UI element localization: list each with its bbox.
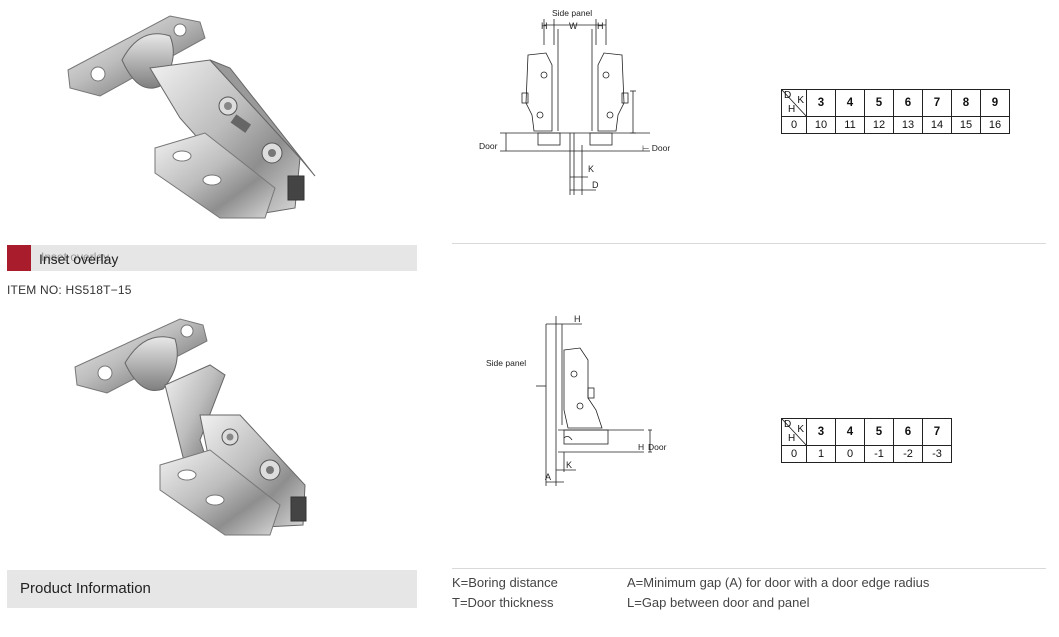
diagram1-side-panel-label: Side panel [552,8,592,18]
table2-header-cell: 4 [835,418,865,446]
inset-overlay-bar [7,245,417,271]
diagram2-side-panel-label: Side panel [486,358,526,368]
table2-corner-cell: D K H [781,418,807,446]
table1-cell: 14 [922,116,952,134]
table2-cell: 0 [835,445,865,463]
diagram2-a-label: A [545,472,551,482]
table1-header-cell: 8 [951,89,981,117]
table1-cell: 15 [951,116,981,134]
item-number: ITEM NO: HS518T−15 [7,283,132,297]
table2-header-cell: 3 [806,418,836,446]
diagram2-h-side-label: H [638,442,644,452]
product-information-title: Product Information [20,580,151,597]
table1-cell: 10 [806,116,836,134]
dimension-table-bottom: D K H 3 4 5 6 7 0 1 0 -1 -2 -3 [781,418,952,463]
table1-cell: 11 [835,116,865,134]
table2-header-cell: 7 [922,418,952,446]
table1-header-cell: 4 [835,89,865,117]
table1-header-cell: 9 [980,89,1010,117]
table2-cell: -3 [922,445,952,463]
dimension-diagram-bottom: H Side panel Door H K A [484,310,684,490]
table2-header-cell: 5 [864,418,894,446]
diagram1-h-left-label: H [541,21,548,31]
legend-divider [452,568,1046,569]
table1-header-cell: 3 [806,89,836,117]
table1-cell: 13 [893,116,923,134]
dimension-diagram-top: Side panel H W H Door ⊢ Door K D [478,5,688,197]
table1-header-cell: 7 [922,89,952,117]
table2-cell: -2 [893,445,923,463]
diagram2-k-label: K [566,460,572,470]
table2-header-cell: 6 [893,418,923,446]
diagram1-h-right-label: H [597,21,604,31]
diagram2-h-top-label: H [574,314,581,324]
table2-cell: -1 [864,445,894,463]
inset-overlay-bar-accent [7,245,31,271]
legend-a: A=Minimum gap (A) for door with a door e… [627,575,930,590]
hinge-image-bottom [65,315,330,540]
legend-l: L=Gap between door and panel [627,595,810,610]
table1-cell: 12 [864,116,894,134]
table1-cell: 16 [980,116,1010,134]
table1-header-cell: 5 [864,89,894,117]
table1-header-cell: 6 [893,89,923,117]
diagram1-k-label: K [588,164,594,174]
table2-row-label: 0 [781,445,807,463]
inset-overlay-ghost-text: Inset overlay [41,250,110,264]
inset-overlay-title: Inset overlay [39,251,119,267]
table1-corner-cell: D K H [781,89,807,117]
table1-row-label: 0 [781,116,807,134]
legend-k: K=Boring distance [452,575,558,590]
table2-cell: 1 [806,445,836,463]
diagram1-door-right-label: ⊢ Door [642,143,670,153]
diagram1-d-label: D [592,180,599,190]
hinge-image-top [60,8,330,223]
product-information-bar [7,570,417,608]
diagram1-w-label: W [569,21,578,31]
dimension-table-top: D K H 3 4 5 6 7 8 9 0 10 11 12 13 14 15 … [781,89,1010,134]
diagram2-door-label: Door [648,442,667,452]
section-divider-right [452,243,1046,244]
legend-t: T=Door thickness [452,595,554,610]
diagram1-door-left-label: Door [479,141,498,151]
